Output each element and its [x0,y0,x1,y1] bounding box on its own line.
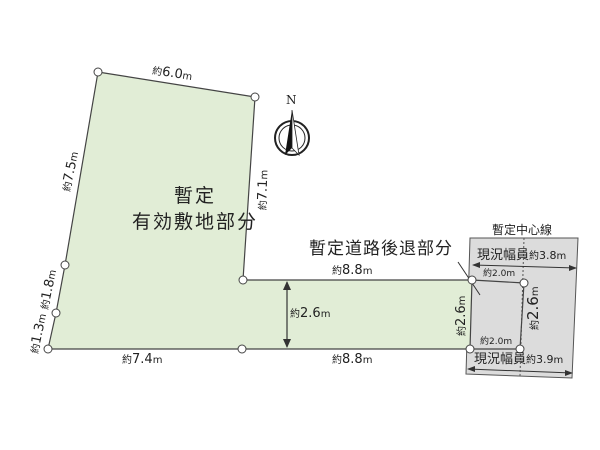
dim-flag-end: 約2.6m [454,295,469,336]
north-compass-icon [274,109,310,157]
arrowhead-right-top [569,265,577,271]
arrowhead-left-bottom [467,366,475,372]
current-width-top: 現況幅員約3.8m [477,248,567,263]
arrowhead-up [283,281,291,290]
dim-flag-bottom: 約8.8m [332,352,373,367]
arrowhead-right-bottom [565,370,573,376]
setback-rect [470,279,525,350]
width-arrow-top [472,264,577,269]
arrowhead-down [283,339,291,348]
dim-right-upper: 約7.1m [255,169,272,211]
width-arrow-bottom [467,368,573,374]
vertex-markers [43,67,529,354]
dim-flag-top: 約8.8m [332,263,373,278]
dim-flag-height: 約2.6m [290,306,331,321]
current-width-bottom: 現況幅員約3.9m [474,352,564,367]
main-lot-label-line1: 暫定 [173,185,216,207]
main-lot-label-line2: 有効敷地部分 [131,211,258,233]
dim-road-bottom: 約2.0m [480,337,513,347]
arrowhead-left-top [472,262,480,268]
dim-road-depth: 約2.6m [524,286,542,330]
centerline-label: 暫定中心線 [492,223,553,237]
dim-bottom-left: 約7.4m [122,352,163,367]
main-lot-label: 暫定 有効敷地部分 [120,183,270,235]
dim-road-top: 約2.0m [483,269,516,279]
setback-label: 暫定道路後退部分 [309,239,453,259]
north-label: N [286,93,297,107]
